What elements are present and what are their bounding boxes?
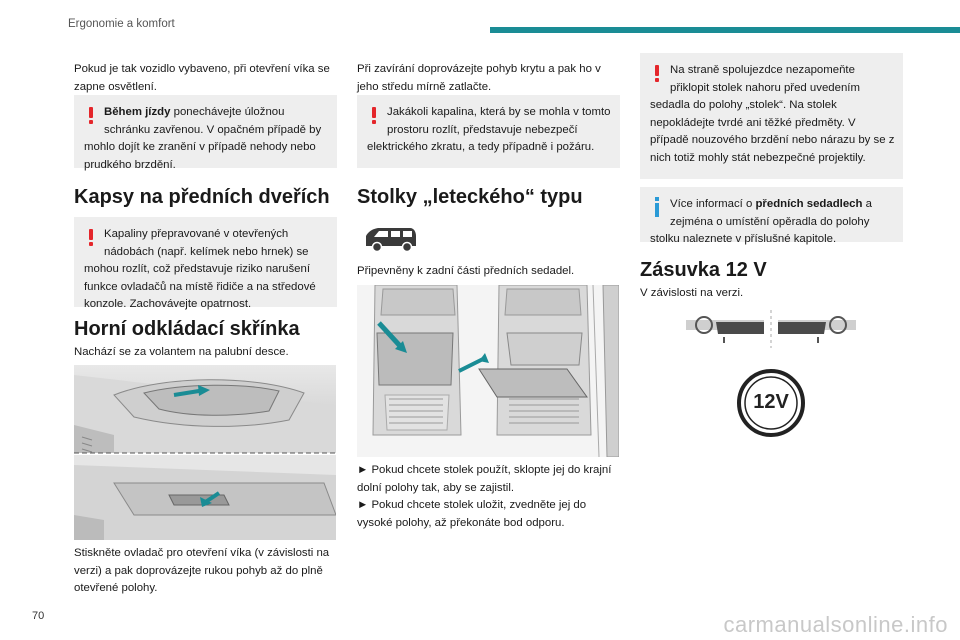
dashboard-version-icons (686, 310, 856, 348)
arrow-icon (377, 321, 403, 349)
intro-text: Pokud je tak vozidlo vybaveno, při otevř… (74, 63, 330, 93)
socket-version-text: V závislosti na verzi. (640, 287, 744, 299)
warning-icon (367, 105, 387, 125)
dashboard-illustration (74, 365, 336, 540)
page-number: 70 (32, 610, 45, 622)
warning-icon (84, 227, 104, 247)
warning-box-driving: Během jízdy ponechávejte úložnou schránk… (74, 95, 337, 171)
warning-box-short-circuit: Jakákoli kapalina, která by se mohla v t… (357, 95, 620, 168)
watermark: carmanualsonline.info (723, 612, 948, 637)
info-box-front-seats: Více informací o předních sedadlech a ze… (640, 187, 903, 245)
info-text-pre: Více informací o (670, 198, 756, 210)
warning-bold: Během jízdy (104, 106, 171, 118)
heading-door-pockets: Kapsy na předních dveřích (74, 186, 330, 208)
arrow-icon (173, 389, 200, 397)
heading-upper-storage: Horní odkládací skřínka (74, 318, 300, 340)
warning-text: Kapaliny přepravované v otevřených nádob… (84, 228, 316, 310)
info-bold: předních sedadlech (755, 198, 863, 210)
warning-box-liquids: Kapaliny přepravované v otevřených nádob… (74, 217, 337, 310)
warning-icon (84, 105, 104, 125)
steering-wheel-icon (686, 316, 764, 343)
heading-aircraft-tables: Stolky „leteckého“ typu (357, 186, 583, 208)
table-step-1: ► Pokud chcete stolek použít, sklopte je… (357, 464, 612, 494)
header-accent-bar (490, 27, 960, 33)
warning-text: Na straně spolujezdce nezapomeňte přiklo… (650, 64, 895, 164)
storage-instructions: Stiskněte ovladač pro otevření víka (v z… (74, 547, 330, 594)
info-text-post: a zejména o umístění opěradla do polohy … (650, 198, 872, 245)
tables-location-text: Připevněny k zadní části předních sedade… (357, 265, 575, 277)
warning-icon (650, 63, 670, 83)
info-icon (650, 197, 670, 217)
warning-text: Jakákoli kapalina, která by se mohla v t… (367, 106, 611, 153)
van-icon (366, 228, 416, 253)
closing-instructions: Při zavírání doprovázejte pohyb krytu a … (357, 63, 601, 93)
socket-label: 12V (753, 391, 789, 413)
warning-text: ponechávejte úložnou schránku zavřenou. … (84, 106, 322, 171)
heading-12v-socket: Zásuvka 12 V (640, 259, 767, 281)
warning-box-passenger-table: Na straně spolujezdce nezapomeňte přiklo… (640, 53, 903, 179)
storage-location-text: Nachází se za volantem na palubní desce. (74, 346, 289, 358)
seat-tables-illustration (357, 285, 619, 457)
section-title: Ergonomie a komfort (68, 18, 175, 30)
socket-icon: 12V (736, 368, 806, 438)
steering-wheel-icon (778, 316, 856, 343)
table-step-2: ► Pokud chcete stolek uložit, zvedněte j… (357, 499, 587, 529)
